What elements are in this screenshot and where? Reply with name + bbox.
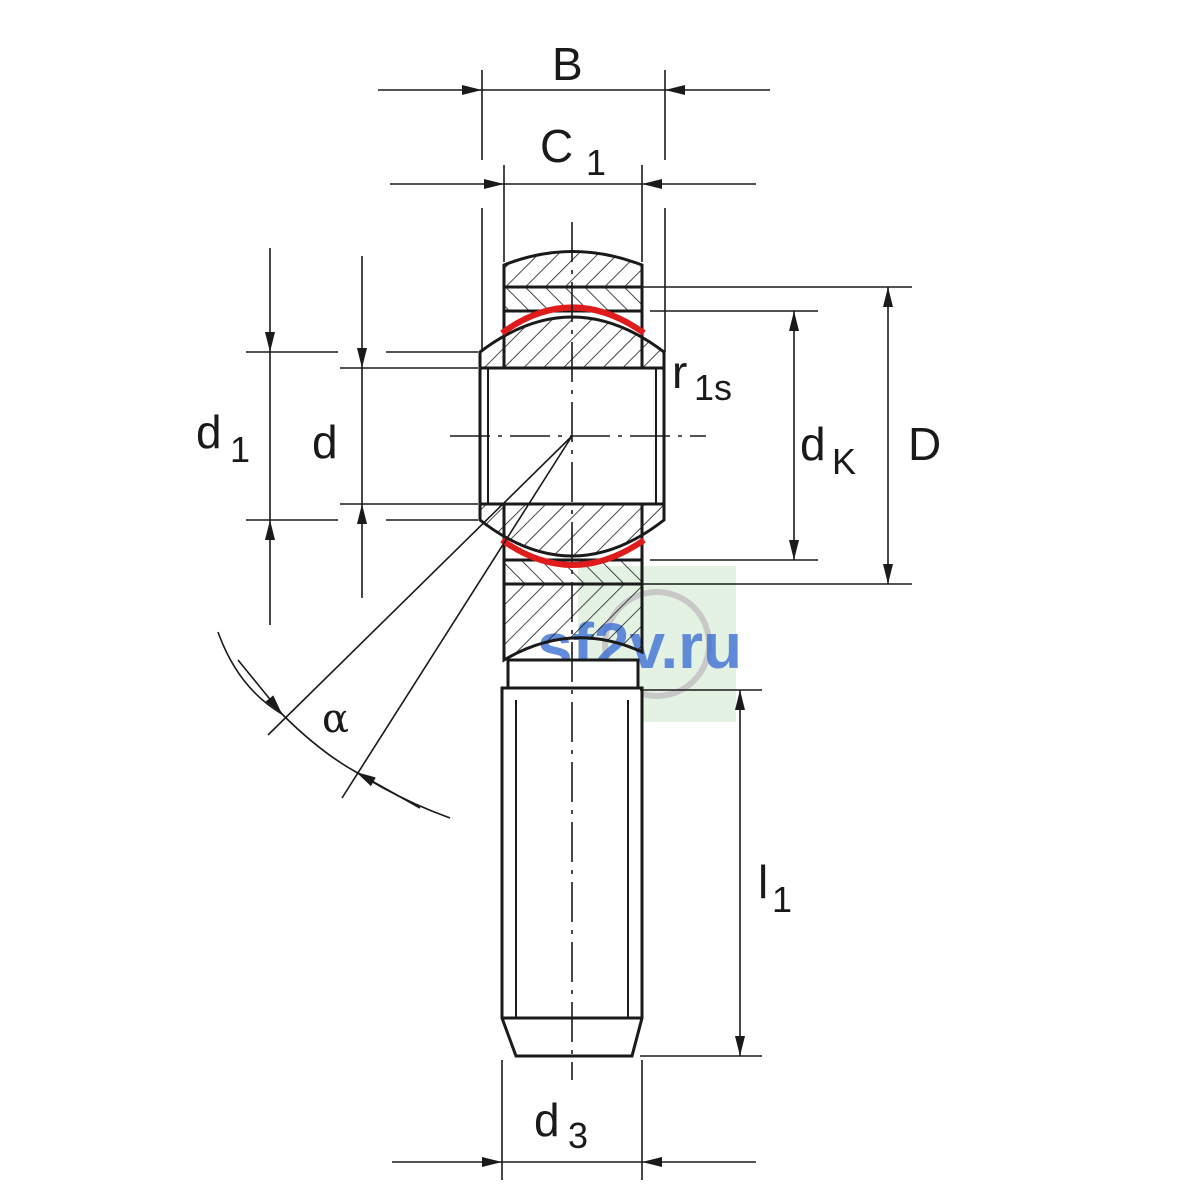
label-d3: d	[534, 1094, 560, 1146]
label-b: B	[552, 38, 583, 90]
label-c1: C	[540, 120, 573, 172]
tilt-angle	[217, 435, 573, 819]
label-c1-subscript: 1	[586, 142, 606, 183]
label-d1: d	[196, 406, 222, 458]
label-d: d	[312, 416, 338, 468]
center-lines	[450, 222, 706, 1080]
label-alpha: α	[322, 696, 349, 742]
label-l1: l	[758, 856, 768, 908]
dimension-labels: B C 1 d 1 d r 1s d K D α l 1 d 3	[196, 38, 941, 1156]
label-d3-subscript: 3	[568, 1115, 588, 1156]
label-l1-subscript: 1	[772, 879, 792, 920]
label-d1-subscript: 1	[230, 429, 250, 470]
label-r1s: r	[672, 346, 687, 398]
label-r1s-subscript: 1s	[694, 367, 732, 408]
label-dk-subscript: K	[832, 441, 856, 482]
dimension-lines	[265, 85, 893, 1167]
housing	[502, 250, 644, 663]
bearing-logo-icon	[602, 589, 712, 699]
label-d-outer: D	[908, 418, 941, 470]
label-dk: d	[800, 418, 826, 470]
